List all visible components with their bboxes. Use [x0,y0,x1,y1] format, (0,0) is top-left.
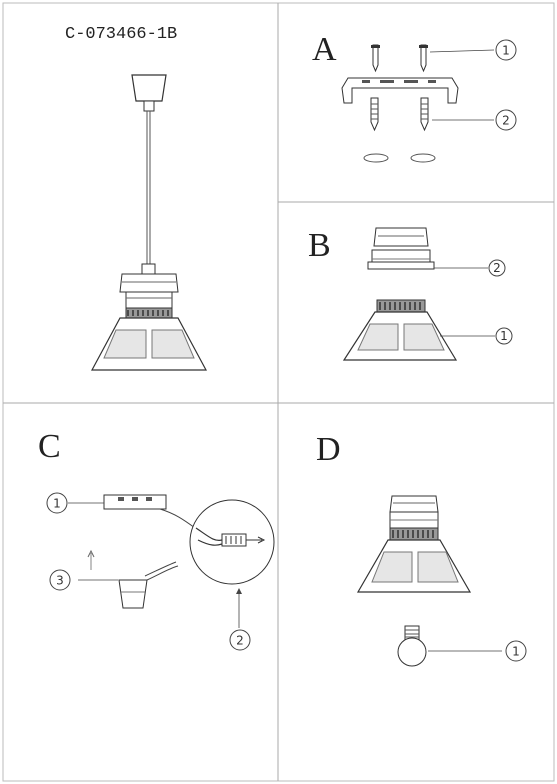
callout-1-circle [495,327,513,345]
panel-a-letter: A [312,31,337,68]
callout-1-circle [495,39,517,61]
callout-label: 1 [500,329,508,343]
lamp-shade [342,311,458,361]
grille [376,299,426,313]
socket-ring [125,291,173,309]
wall-anchor [410,153,436,163]
callout-1-circle [46,492,68,514]
screw-icon [420,44,427,73]
callout-1-circle [505,640,527,662]
callout-2-circle [229,629,251,651]
wall-anchor [363,153,389,163]
callout-label: 1 [512,645,520,659]
panel-c-letter: C [38,428,61,465]
callout-3-circle [49,569,71,591]
callout-2-circle [495,109,517,131]
grille [389,527,439,541]
screw-icon [372,44,379,73]
panel-d: D 1 [316,431,527,667]
wire [146,565,179,581]
socket-cap [389,495,439,513]
overview-panel: C-073466-1B [65,25,208,371]
mounting-bracket [341,77,459,104]
callout-label: 3 [56,574,64,588]
callout-label: 2 [493,261,501,275]
panel-b-letter: B [308,227,331,264]
lamp-shade [90,317,208,371]
panel-b: B 2 1 [308,227,513,361]
panel-d-letter: D [316,431,341,468]
light-bulb-icon [397,637,427,667]
socket-cup [118,579,148,609]
callout-label: 2 [236,634,244,648]
cord-grip [141,263,156,275]
model-number: C-073466-1B [65,25,177,44]
canopy-cap [143,100,155,112]
callout-label: 1 [53,497,61,511]
panel-a: A 1 2 [312,31,517,163]
panel-c: C 1 2 3 [38,428,275,651]
canopy [131,74,167,102]
socket-housing [119,273,179,293]
callout-label: 2 [502,114,510,128]
leader-line [429,49,495,53]
lamp-shade [356,539,472,593]
socket-cap [373,227,429,247]
callout-label: 1 [502,44,510,58]
callout-2-circle [488,259,506,277]
